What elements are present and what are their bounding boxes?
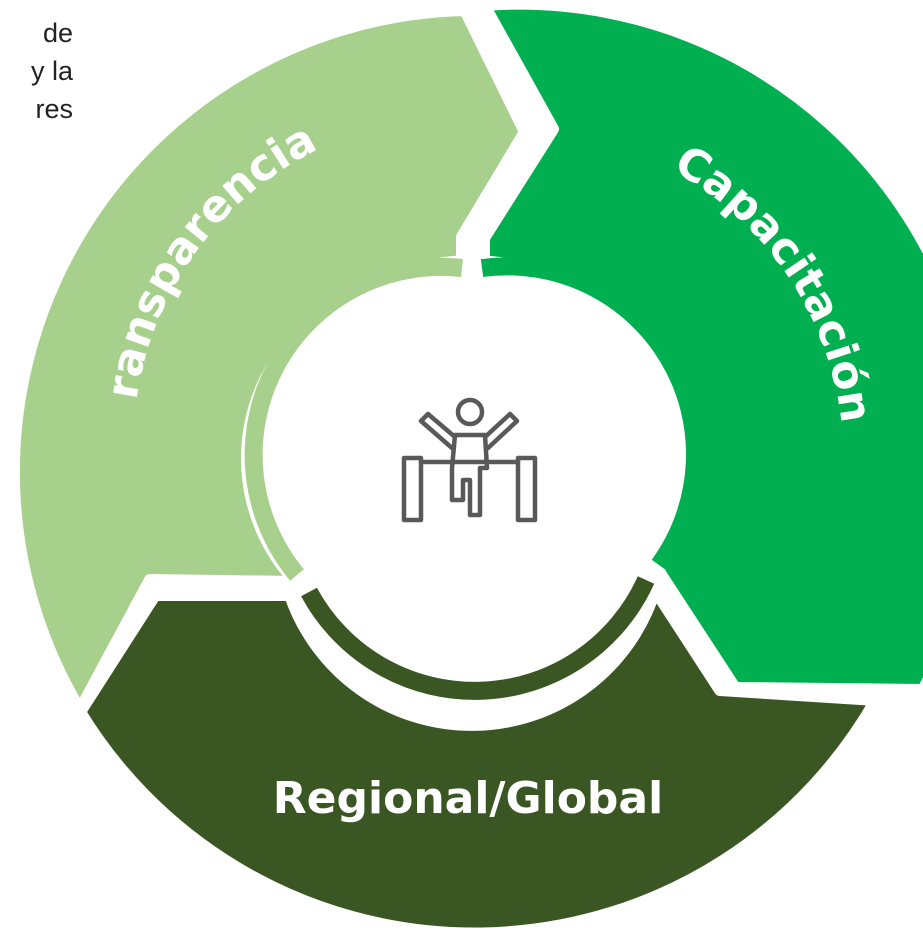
truncated-text-line: res	[35, 94, 73, 124]
segment-regional-global	[74, 584, 882, 934]
inner-ring-arc-bottom	[301, 576, 655, 700]
person-crossing-finish-line-icon	[401, 397, 538, 523]
inner-ring-arc-right	[480, 257, 704, 571]
center-disc	[302, 285, 642, 625]
inner-ring-arc-left	[244, 257, 463, 581]
truncated-text-line: y la	[30, 56, 73, 86]
truncated-body-text: de y la res	[0, 14, 73, 128]
label-regional-global: Regional/Global	[273, 773, 663, 824]
truncated-text-line: de	[42, 18, 73, 48]
